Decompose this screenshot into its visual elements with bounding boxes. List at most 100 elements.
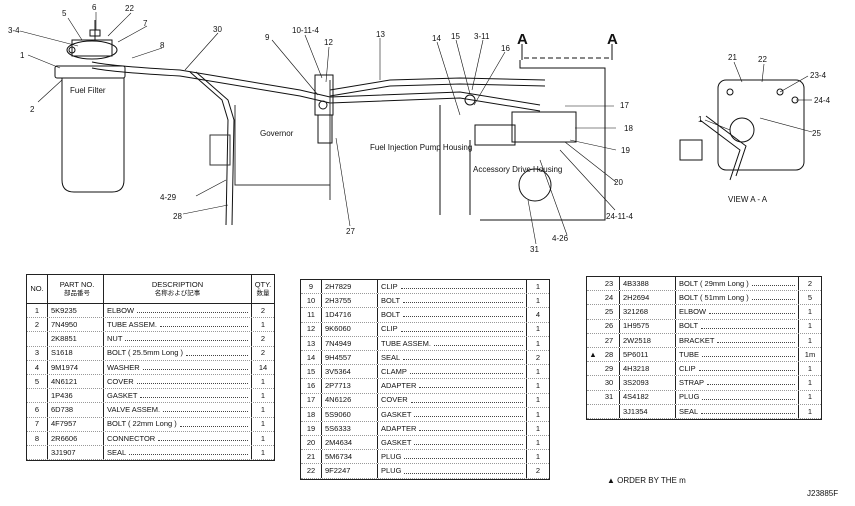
header-description: DESCRIPTION 名称および記事 xyxy=(104,275,251,303)
header-qty-label: QTY. xyxy=(254,280,272,289)
row-number: 24 xyxy=(599,291,620,305)
row-part-no: 6D738 xyxy=(48,403,104,417)
callout-3-11: 3-11 xyxy=(474,32,490,41)
row-number: 28 xyxy=(599,347,620,362)
row-number: 14 xyxy=(301,350,322,365)
view-callout-25: 25 xyxy=(812,129,821,138)
leader-dots xyxy=(698,366,795,372)
row-number: 21 xyxy=(301,450,322,464)
row-mark xyxy=(587,405,599,418)
callout-22: 22 xyxy=(125,4,134,13)
callout-4-26: 4-26 xyxy=(552,234,569,243)
row-description-text: BOLT xyxy=(679,321,699,331)
row-mark xyxy=(587,305,599,318)
row-qty: 1 xyxy=(526,336,549,350)
leader-dots xyxy=(400,284,523,290)
row-number: 22 xyxy=(301,464,322,478)
row-mark xyxy=(587,277,599,290)
row-description-text: TUBE xyxy=(679,349,700,359)
leader-dots xyxy=(137,308,248,314)
row-mark: ▲ xyxy=(589,349,597,359)
view-aa-drawing xyxy=(679,79,805,181)
row-part-no: 1D4716 xyxy=(322,308,378,322)
leader-dots xyxy=(702,352,795,358)
row-description: BOLT ( 29mm Long ) xyxy=(676,277,798,290)
leader-dots xyxy=(414,440,523,446)
leader-dots xyxy=(140,393,248,399)
row-description-text: BOLT xyxy=(381,296,401,306)
row-description: TUBE ASSEM. xyxy=(104,318,251,331)
pump-housing-drawing xyxy=(439,60,606,221)
row-description-text: GASKET xyxy=(381,409,412,419)
row-number xyxy=(27,332,48,346)
row-qty: 1 xyxy=(526,421,549,436)
row-description: GASKET xyxy=(378,436,526,449)
row-description: VALVE ASSEM. xyxy=(104,403,251,416)
row-part-no: 9K6060 xyxy=(322,322,378,336)
section-marker-a-left: A xyxy=(517,31,528,48)
row-description-text: CLIP xyxy=(679,363,696,373)
row-description-text: PLUG xyxy=(381,466,402,476)
row-qty: 2 xyxy=(251,304,274,318)
leader-dots xyxy=(403,312,523,318)
row-description: BOLT xyxy=(378,308,526,321)
row-qty: 1m xyxy=(798,347,821,362)
leader-dots xyxy=(434,341,523,346)
row-description-text: GASKET xyxy=(381,437,412,447)
callout-6: 6 xyxy=(92,3,97,12)
label-view-aa: VIEW A - A xyxy=(728,195,768,204)
row-part-no: 9F2247 xyxy=(322,464,378,478)
callout-17: 17 xyxy=(620,101,629,110)
callout-4-29: 4-29 xyxy=(160,193,177,202)
row-part-no: S1618 xyxy=(48,346,104,360)
row-part-no: 321268 xyxy=(620,305,676,319)
row-qty: 1 xyxy=(526,450,549,464)
row-description: SEAL xyxy=(378,351,526,364)
row-qty: 1 xyxy=(526,322,549,336)
row-part-no: 1H9575 xyxy=(620,319,676,333)
row-qty: 1 xyxy=(251,318,274,332)
row-qty: 1 xyxy=(526,365,549,379)
callout-30: 30 xyxy=(213,25,222,34)
row-number: 18 xyxy=(301,407,322,421)
row-number: 31 xyxy=(599,390,620,404)
header-qty-sub: 数量 xyxy=(256,289,270,297)
row-description: COVER xyxy=(378,394,526,407)
row-number: 16 xyxy=(301,379,322,393)
row-description: BOLT xyxy=(378,294,526,307)
row-description-text: STRAP xyxy=(679,378,705,388)
row-qty: 1 xyxy=(798,376,821,390)
callout-27: 27 xyxy=(346,227,355,236)
header-part-no-label: PART NO. xyxy=(59,280,95,289)
row-number: 6 xyxy=(27,403,48,417)
row-description-text: COVER xyxy=(381,395,408,405)
row-number: 5 xyxy=(27,374,48,389)
row-part-no: 5K9235 xyxy=(48,304,104,318)
leader-dots xyxy=(707,380,795,386)
row-number: 26 xyxy=(599,319,620,333)
header-no: NO. xyxy=(27,275,48,303)
row-qty: 2 xyxy=(526,464,549,478)
table-header: NO. PART NO. 部品番号 DESCRIPTION 名称および記事 QT… xyxy=(27,275,274,304)
row-qty: 4 xyxy=(526,308,549,322)
row-part-no: 7N4949 xyxy=(322,336,378,350)
leader-dots xyxy=(179,422,248,427)
row-description: ADAPTER xyxy=(378,379,526,392)
row-description-text: ELBOW xyxy=(679,307,707,317)
row-description-text: BOLT ( 25.5mm Long ) xyxy=(107,348,184,358)
row-part-no: 3J1354 xyxy=(620,404,676,418)
row-part-no: 4H3218 xyxy=(620,362,676,376)
view-callout-1: 1 xyxy=(698,115,703,124)
callout-2: 2 xyxy=(30,105,35,114)
